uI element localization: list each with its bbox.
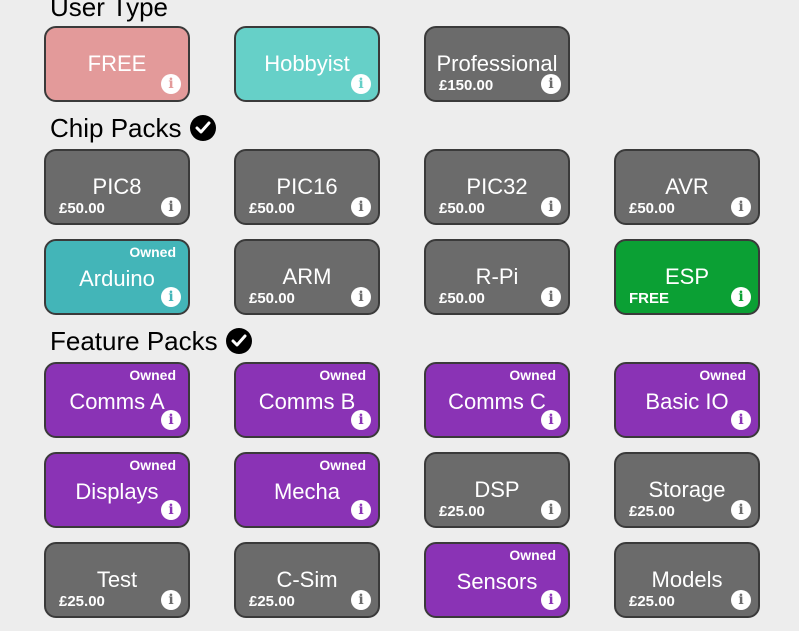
- tile-price: £25.00: [59, 593, 105, 610]
- user-type-free-button[interactable]: FREE i: [44, 26, 190, 102]
- info-icon[interactable]: i: [351, 74, 371, 94]
- chip-pack-pic16-button[interactable]: PIC16 £50.00 i: [234, 149, 380, 225]
- owned-badge: Owned: [129, 367, 176, 383]
- user-type-hobbyist-button[interactable]: Hobbyist i: [234, 26, 380, 102]
- chip-pack-rpi-button[interactable]: R-Pi £50.00 i: [424, 239, 570, 315]
- tile-name: PIC8: [92, 174, 142, 199]
- info-icon[interactable]: i: [541, 590, 561, 610]
- info-icon[interactable]: i: [731, 410, 751, 430]
- feature-pack-basic-io-button[interactable]: Owned Basic IO i: [614, 362, 760, 438]
- tile-name: PIC16: [276, 174, 338, 199]
- tile-price: £150.00: [439, 77, 494, 94]
- section-title-user-type: User Type: [50, 0, 168, 20]
- user-type-professional-button[interactable]: Professional £150.00 i: [424, 26, 570, 102]
- info-icon[interactable]: i: [351, 590, 371, 610]
- tile-name: C-Sim: [276, 567, 338, 592]
- tile-price: FREE: [629, 290, 670, 307]
- chip-pack-avr-button[interactable]: AVR £50.00 i: [614, 149, 760, 225]
- tile-price: £25.00: [629, 593, 675, 610]
- tile-name: Comms A: [69, 389, 165, 414]
- tile-name: ARM: [282, 264, 332, 289]
- tile-name: Models: [651, 567, 723, 592]
- tile-name: Comms C: [448, 389, 546, 414]
- tile-name: Arduino: [79, 266, 155, 291]
- owned-badge: Owned: [129, 244, 176, 260]
- tile-price: £50.00: [249, 200, 295, 217]
- info-icon[interactable]: i: [161, 74, 181, 94]
- tile-price: £50.00: [249, 290, 295, 307]
- chip-pack-pic32-button[interactable]: PIC32 £50.00 i: [424, 149, 570, 225]
- tile-price: £50.00: [439, 200, 485, 217]
- chip-pack-esp-button[interactable]: ESP FREE i: [614, 239, 760, 315]
- info-icon[interactable]: i: [541, 410, 561, 430]
- tile-price: £25.00: [439, 503, 485, 520]
- feature-pack-models-button[interactable]: Models £25.00 i: [614, 542, 760, 618]
- tile-name: ESP: [664, 264, 710, 289]
- info-icon[interactable]: i: [731, 287, 751, 307]
- chip-pack-arm-button[interactable]: ARM £50.00 i: [234, 239, 380, 315]
- feature-pack-displays-button[interactable]: Owned Displays i: [44, 452, 190, 528]
- tile-name: Sensors: [456, 569, 538, 594]
- info-icon[interactable]: i: [541, 197, 561, 217]
- tile-name: Test: [96, 567, 138, 592]
- owned-badge: Owned: [129, 457, 176, 473]
- tile-name: DSP: [474, 477, 520, 502]
- tile-price: £50.00: [59, 200, 105, 217]
- info-icon[interactable]: i: [161, 410, 181, 430]
- info-icon[interactable]: i: [541, 500, 561, 520]
- feature-pack-mecha-button[interactable]: Owned Mecha i: [234, 452, 380, 528]
- tile-name: AVR: [665, 174, 709, 199]
- feature-pack-sensors-button[interactable]: Owned Sensors i: [424, 542, 570, 618]
- check-circle-icon: [189, 115, 216, 141]
- chip-packs-title: Chip Packs: [50, 113, 182, 143]
- tile-price: £50.00: [629, 200, 675, 217]
- info-icon[interactable]: i: [161, 287, 181, 307]
- feature-pack-test-button[interactable]: Test £25.00 i: [44, 542, 190, 618]
- tile-price: £50.00: [439, 290, 485, 307]
- tile-name: Basic IO: [645, 389, 729, 414]
- info-icon[interactable]: i: [731, 590, 751, 610]
- info-icon[interactable]: i: [351, 197, 371, 217]
- tile-name: PIC32: [466, 174, 528, 199]
- info-icon[interactable]: i: [731, 500, 751, 520]
- tile-name: Comms B: [258, 389, 356, 414]
- feature-pack-comms-b-button[interactable]: Owned Comms B i: [234, 362, 380, 438]
- info-icon[interactable]: i: [541, 287, 561, 307]
- info-icon[interactable]: i: [161, 590, 181, 610]
- owned-badge: Owned: [319, 367, 366, 383]
- chip-pack-pic8-button[interactable]: PIC8 £50.00 i: [44, 149, 190, 225]
- feature-pack-comms-a-button[interactable]: Owned Comms A i: [44, 362, 190, 438]
- tile-name: FREE: [87, 51, 147, 76]
- owned-badge: Owned: [509, 367, 556, 383]
- info-icon[interactable]: i: [351, 287, 371, 307]
- owned-badge: Owned: [319, 457, 366, 473]
- tile-price: £25.00: [249, 593, 295, 610]
- user-type-title: User Type: [50, 0, 169, 22]
- feature-pack-dsp-button[interactable]: DSP £25.00 i: [424, 452, 570, 528]
- owned-badge: Owned: [509, 547, 556, 563]
- tile-name: Storage: [648, 477, 726, 502]
- feature-pack-comms-c-button[interactable]: Owned Comms C i: [424, 362, 570, 438]
- info-icon[interactable]: i: [161, 197, 181, 217]
- feature-packs-title: Feature Packs: [50, 326, 218, 356]
- info-icon[interactable]: i: [351, 500, 371, 520]
- info-icon[interactable]: i: [541, 74, 561, 94]
- section-title-chip-packs: Chip Packs: [50, 115, 216, 141]
- check-circle-icon: [225, 328, 252, 354]
- tile-name: R-Pi: [475, 264, 519, 289]
- owned-badge: Owned: [699, 367, 746, 383]
- info-icon[interactable]: i: [351, 410, 371, 430]
- tile-name: Displays: [75, 479, 159, 504]
- feature-pack-storage-button[interactable]: Storage £25.00 i: [614, 452, 760, 528]
- tile-name: Professional: [436, 51, 558, 76]
- info-icon[interactable]: i: [731, 197, 751, 217]
- tile-name: Hobbyist: [264, 51, 350, 76]
- tile-name: Mecha: [273, 479, 341, 504]
- chip-pack-arduino-button[interactable]: Owned Arduino i: [44, 239, 190, 315]
- feature-pack-c-sim-button[interactable]: C-Sim £25.00 i: [234, 542, 380, 618]
- section-title-feature-packs: Feature Packs: [50, 328, 252, 354]
- info-icon[interactable]: i: [161, 500, 181, 520]
- tile-price: £25.00: [629, 503, 675, 520]
